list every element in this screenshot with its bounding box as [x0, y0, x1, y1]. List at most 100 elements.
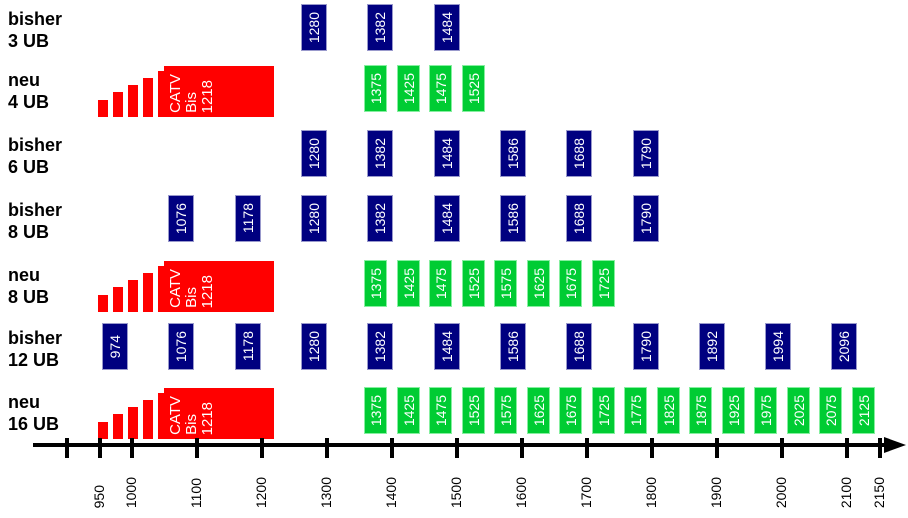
catv-stair-bar: [158, 266, 168, 312]
catv-stair-bar: [128, 280, 138, 312]
frequency-box-label: 1688: [571, 137, 587, 170]
catv-block-text-line: Bis: [183, 287, 200, 308]
frequency-box: 1484: [434, 130, 460, 177]
frequency-box: 1586: [500, 323, 526, 370]
frequency-box-label: 1178: [240, 331, 256, 362]
row-label: bisher 6 UB: [8, 135, 63, 177]
frequency-box: 974: [102, 323, 128, 370]
frequency-box-label: 1280: [306, 330, 322, 363]
frequency-box-label: 1675: [562, 394, 579, 427]
frequency-box: 1280: [301, 130, 327, 177]
frequency-box-label: 1575: [497, 267, 514, 300]
frequency-box-label: 1280: [306, 11, 322, 44]
frequency-box: 1375: [364, 260, 387, 307]
frequency-box-label: 1375: [367, 394, 384, 427]
frequency-box-label: 1875: [692, 394, 709, 427]
frequency-box: 1525: [462, 387, 485, 434]
frequency-box: 1280: [301, 195, 327, 242]
axis-tick: [325, 438, 329, 458]
frequency-box: 1790: [633, 323, 659, 370]
frequency-box: 2075: [819, 387, 842, 434]
frequency-box-label: 1625: [530, 394, 547, 427]
axis-tick-label: 2100: [838, 476, 854, 508]
frequency-box-label: 1076: [173, 202, 189, 235]
frequency-box-label: 2096: [836, 330, 852, 363]
frequency-box: 1586: [500, 130, 526, 177]
frequency-box-label: 1280: [306, 137, 322, 170]
frequency-box: 1475: [429, 65, 452, 112]
row-label: bisher 3 UB: [8, 9, 63, 51]
frequency-box-label: 1688: [571, 202, 587, 235]
catv-block-text-line: 1218: [199, 401, 216, 435]
frequency-box-label: 2125: [855, 394, 872, 427]
catv-stair-bar: [143, 273, 153, 312]
frequency-box: 1725: [592, 260, 615, 307]
catv-stair-bar: [113, 92, 123, 117]
catv-stair-bar: [98, 422, 108, 439]
catv-stair-bar: [158, 71, 168, 117]
frequency-box-label: 1688: [571, 330, 587, 363]
catv-block-text-line: CATV: [167, 396, 184, 435]
frequency-box: 1675: [559, 260, 582, 307]
axis-tick-label: 1000: [123, 476, 139, 508]
axis-tick: [845, 438, 849, 458]
catv-block-text-line: CATV: [167, 74, 184, 113]
axis-tick: [130, 438, 134, 458]
catv-block-text-line: 1218: [199, 274, 216, 308]
catv-stair-bar: [98, 295, 108, 312]
frequency-box-label: 1790: [638, 330, 654, 363]
frequency-box: 1688: [566, 195, 592, 242]
frequency-box: 1586: [500, 195, 526, 242]
frequency-box: 1076: [168, 195, 194, 242]
frequency-box: 1425: [397, 387, 420, 434]
frequency-box: 1994: [765, 323, 791, 370]
frequency-box-label: 1382: [372, 11, 388, 44]
catv-stair-bar: [143, 400, 153, 439]
frequency-box: 1382: [367, 195, 393, 242]
axis-tick: [780, 438, 784, 458]
row-label: neu 16 UB: [8, 392, 60, 434]
frequency-box: 1076: [168, 323, 194, 370]
frequency-box-label: 1586: [505, 137, 521, 170]
frequency-box: 1375: [364, 65, 387, 112]
frequency-box: 1575: [494, 387, 517, 434]
frequency-box: 1675: [559, 387, 582, 434]
axis-tick: [520, 438, 524, 458]
axis-tick-label: 1200: [253, 476, 269, 508]
catv-stair-bar: [128, 407, 138, 439]
frequency-box-label: 1484: [439, 11, 455, 44]
frequency-box-label: 1525: [465, 394, 482, 427]
frequency-box-label: 1775: [627, 394, 644, 427]
frequency-box: 1892: [699, 323, 725, 370]
frequency-box-label: 974: [107, 334, 123, 359]
frequency-box: 1525: [462, 260, 485, 307]
axis-tick: [585, 438, 589, 458]
frequency-box: 1375: [364, 387, 387, 434]
frequency-box: 1484: [434, 4, 460, 51]
frequency-box: 1382: [367, 323, 393, 370]
axis-tick-label: 1800: [643, 476, 659, 508]
frequency-box-label: 1280: [306, 202, 322, 235]
catv-stair-bar: [113, 287, 123, 312]
frequency-box-label: 1076: [173, 330, 189, 363]
axis-tick: [98, 438, 102, 458]
axis-tick: [455, 438, 459, 458]
catv-stair-bar: [98, 100, 108, 117]
frequency-box: 1280: [301, 323, 327, 370]
frequency-box-label: 1382: [372, 137, 388, 170]
frequency-box: 1688: [566, 323, 592, 370]
frequency-box-label: 2025: [790, 394, 807, 427]
frequency-box: 1425: [397, 260, 420, 307]
axis-tick: [715, 438, 719, 458]
axis-tick-label: 1700: [578, 476, 594, 508]
catv-block-text-line: 1218: [199, 79, 216, 113]
frequency-box-label: 1425: [400, 72, 417, 105]
axis-tick-label: 1600: [513, 476, 529, 508]
frequency-box-label: 1790: [638, 202, 654, 235]
frequency-box: 2096: [831, 323, 857, 370]
frequency-box: 1625: [527, 387, 550, 434]
row-label: neu 8 UB: [8, 265, 50, 307]
frequency-box-label: 1484: [439, 137, 455, 170]
frequency-box-label: 1790: [638, 137, 654, 170]
